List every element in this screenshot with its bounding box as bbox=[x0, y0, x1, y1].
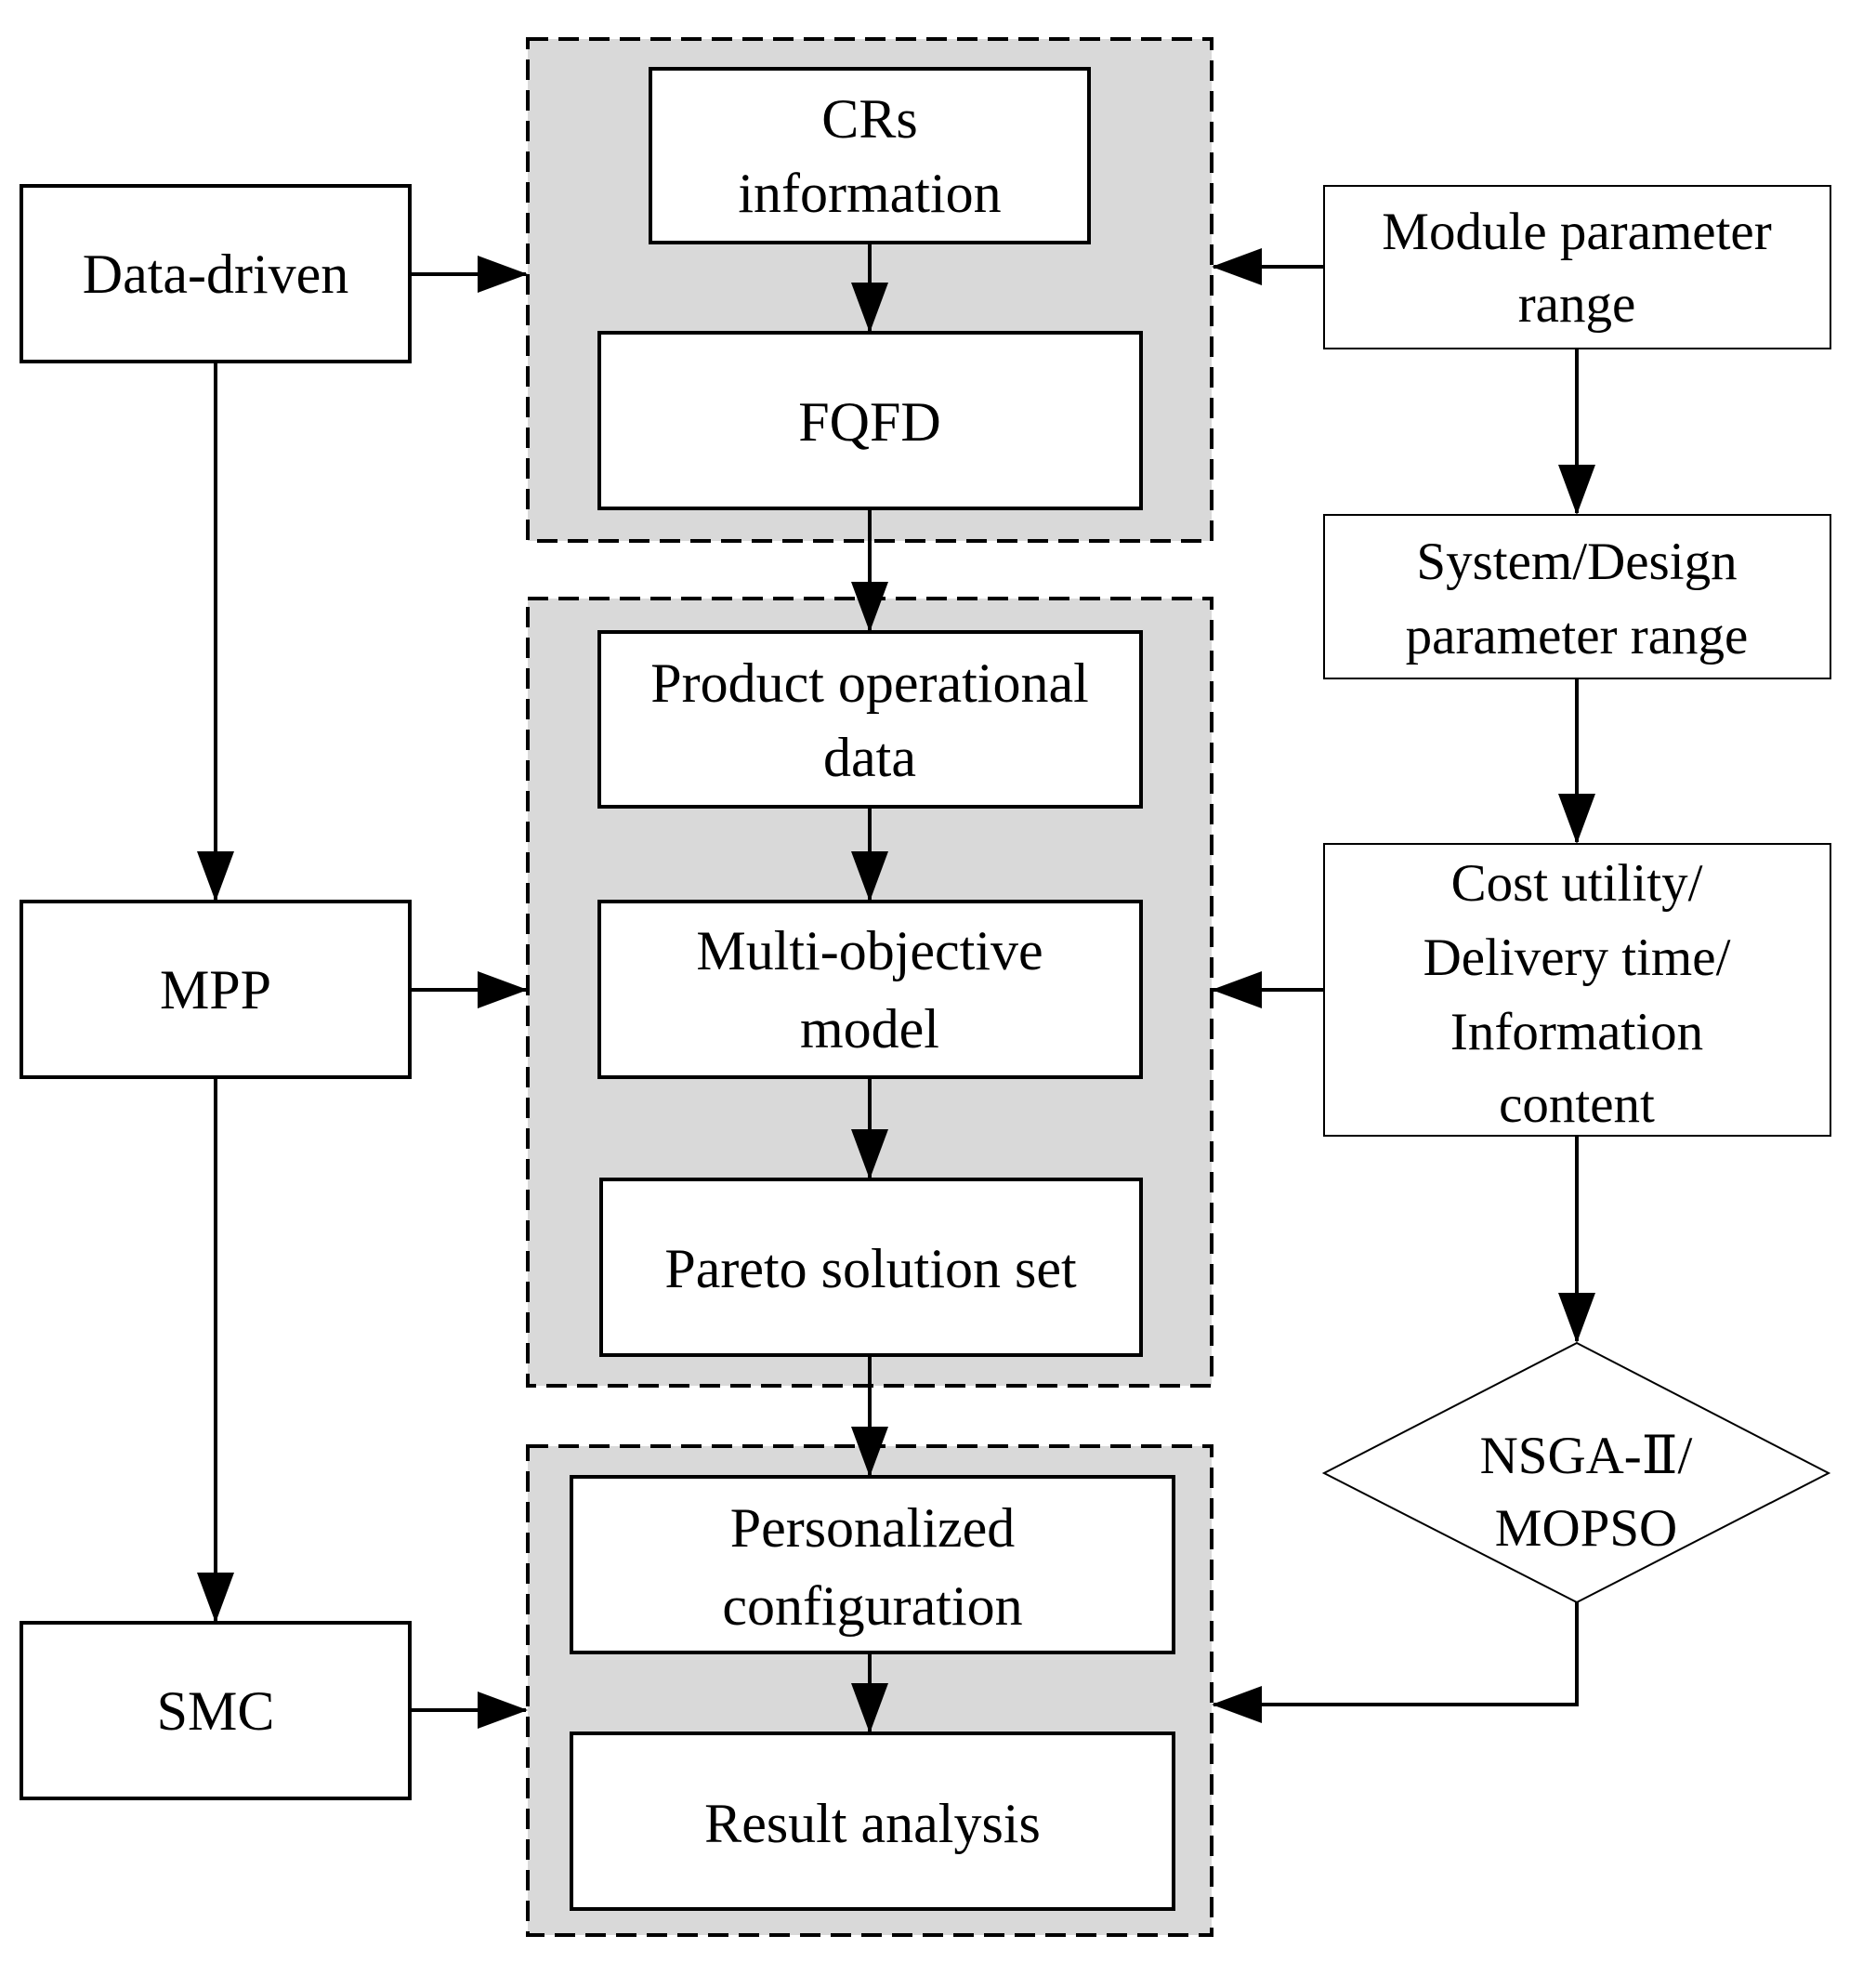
fqfd-label: FQFD bbox=[798, 391, 940, 453]
result-label: Result analysis bbox=[704, 1793, 1041, 1854]
multi-objective-label-line2: model bbox=[800, 998, 939, 1060]
data-driven-label: Data-driven bbox=[83, 244, 349, 305]
personalized-label-line2: configuration bbox=[722, 1575, 1022, 1637]
fqfd-box: FQFD bbox=[597, 331, 1143, 510]
multi-objective-label-line1: Multi-objective bbox=[696, 920, 1043, 981]
cost-label-line4: content bbox=[1499, 1075, 1655, 1134]
crs-label-line1: CRs bbox=[821, 88, 917, 150]
personalized-label-line1: Personalized bbox=[730, 1497, 1016, 1559]
system-design-range-box: System/Design parameter range bbox=[1323, 514, 1831, 679]
algorithm-decision-diamond: NSGA-Ⅱ/ MOPSO bbox=[1321, 1341, 1831, 1604]
operational-label-line2: data bbox=[823, 727, 916, 788]
crs-label-line2: information bbox=[738, 163, 1001, 224]
pareto-label: Pareto solution set bbox=[664, 1238, 1077, 1299]
personalized-configuration-box: Personalized configuration bbox=[570, 1475, 1175, 1654]
module-parameter-range-box: Module parameter range bbox=[1323, 185, 1831, 349]
module-range-label-line2: range bbox=[1518, 275, 1636, 334]
system-range-label-line1: System/Design bbox=[1416, 533, 1737, 591]
cost-delivery-information-box: Cost utility/ Delivery time/ Information… bbox=[1323, 843, 1831, 1137]
pareto-solution-box: Pareto solution set bbox=[599, 1178, 1143, 1357]
smc-label: SMC bbox=[157, 1680, 275, 1742]
operational-label-line1: Product operational bbox=[650, 652, 1089, 714]
operational-data-box: Product operational data bbox=[597, 630, 1143, 809]
smc-box: SMC bbox=[20, 1621, 412, 1800]
crs-information-box: CRs information bbox=[649, 67, 1091, 244]
multi-objective-box: Multi-objective model bbox=[597, 900, 1143, 1079]
mpp-box: MPP bbox=[20, 900, 412, 1079]
cost-label-line1: Cost utility/ bbox=[1451, 854, 1703, 913]
cost-label-line2: Delivery time/ bbox=[1423, 928, 1731, 987]
system-range-label-line2: parameter range bbox=[1406, 607, 1749, 665]
result-analysis-box: Result analysis bbox=[570, 1731, 1175, 1911]
connectors bbox=[197, 243, 1595, 1733]
algorithm-label-line1: NSGA-Ⅱ/ bbox=[1480, 1427, 1693, 1485]
mpp-label: MPP bbox=[160, 959, 271, 1020]
data-driven-box: Data-driven bbox=[20, 184, 412, 363]
module-range-label-line1: Module parameter bbox=[1382, 203, 1771, 261]
algorithm-label-line2: MOPSO bbox=[1495, 1499, 1677, 1558]
cost-label-line3: Information bbox=[1450, 1003, 1703, 1061]
arrow-algorithm-to-bottom-panel bbox=[1212, 1602, 1579, 1723]
